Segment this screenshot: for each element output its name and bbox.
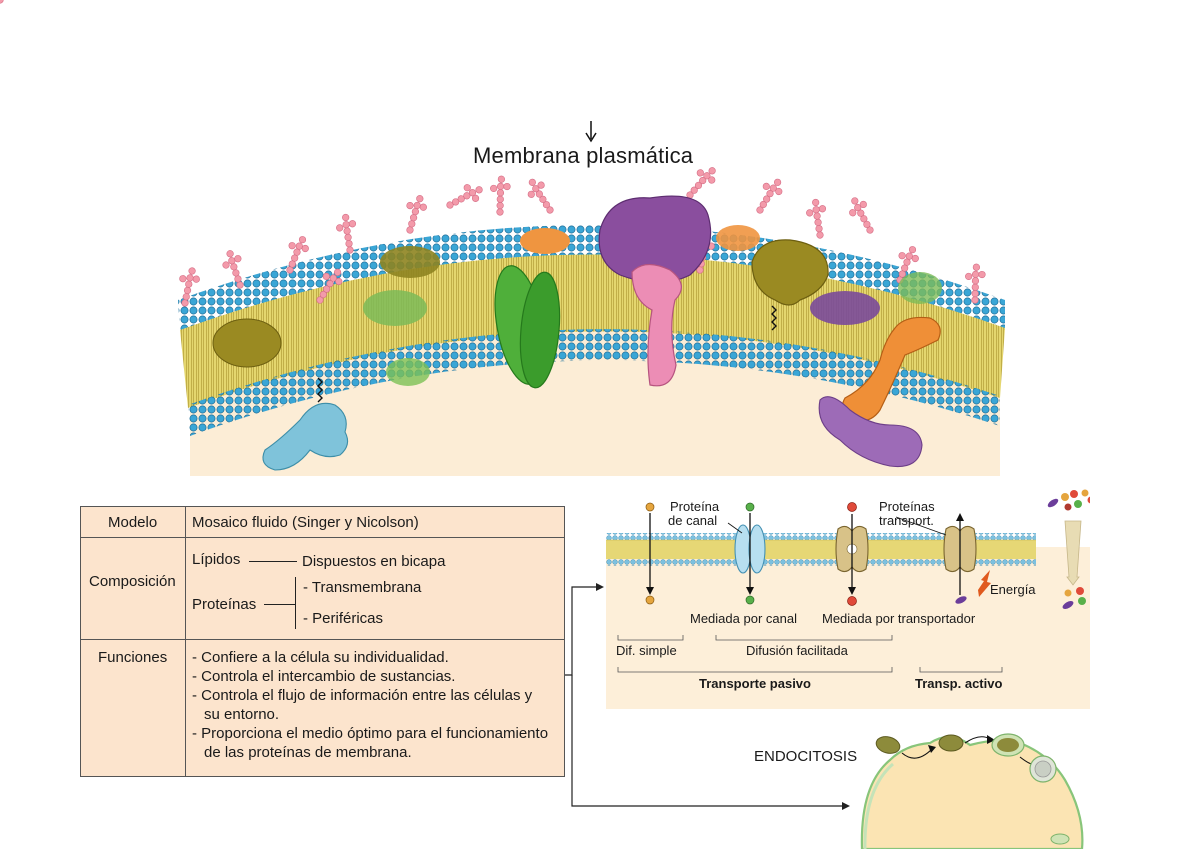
transport-diagram xyxy=(606,489,1090,709)
green-protein-lower xyxy=(386,358,430,386)
bracket-simple xyxy=(617,635,684,641)
molecule-icon xyxy=(645,502,655,512)
proteins-bracket xyxy=(295,577,296,629)
olive-protein-top xyxy=(380,246,440,278)
inner-head-layer xyxy=(188,329,1000,436)
purple-protein-right xyxy=(810,291,880,325)
table-row-divider xyxy=(81,537,564,538)
molecule-icon xyxy=(955,596,967,604)
row-label-funciones: Funciones xyxy=(98,649,168,666)
table-row-divider xyxy=(81,639,564,640)
bracket-facilitated xyxy=(715,635,893,641)
label-endocytosis: ENDOCITOSIS xyxy=(754,748,858,765)
olive-protein-left xyxy=(212,318,282,368)
bracket-passive xyxy=(617,667,893,673)
transport-panel: Proteína de canal Proteínas transport. E… xyxy=(606,487,1090,709)
proteins-label: Proteínas xyxy=(192,596,257,613)
label-transporter-mediated: Mediada por transportador xyxy=(822,611,976,626)
diagram-title: Membrana plasmática xyxy=(473,143,694,168)
label-facilitated-diffusion: Difusión facilitada xyxy=(746,643,848,658)
particle-outside xyxy=(875,736,901,754)
function-item: - Controla el intercambio de sustancias. xyxy=(192,668,456,685)
purple-peripheral-protein xyxy=(818,396,923,468)
row-label-modelo: Modelo xyxy=(108,514,158,531)
molecule-icon xyxy=(745,595,755,605)
upper-heads xyxy=(606,533,1036,540)
glycocalyx-chains xyxy=(0,0,4,4)
row-content-modelo: Mosaico fluido (Singer y Nicolson) xyxy=(192,514,419,531)
olive-protein-right xyxy=(751,239,829,306)
green-protein-right xyxy=(898,272,942,304)
pointer-arrow-icon xyxy=(585,121,597,143)
lipids-value: Dispuestos en bicapa xyxy=(302,553,446,570)
label-passive-transport: Transporte pasivo xyxy=(699,676,811,691)
function-item-continued: de las proteínas de membrana. xyxy=(204,744,412,761)
lipid-anchor-left xyxy=(317,377,323,403)
molecule-icon xyxy=(645,595,655,605)
energy-bolt-icon xyxy=(978,570,991,597)
label-channel-protein-2: de canal xyxy=(668,513,718,528)
label-simple-diffusion: Dif. simple xyxy=(616,643,677,658)
function-item: - Proporciona el medio óptimo para el fu… xyxy=(192,725,549,742)
function-item: - Controla el flujo de información entre… xyxy=(192,687,533,704)
endocytosis-arrow xyxy=(901,748,933,759)
label-transport-proteins-2: transport. xyxy=(879,513,934,528)
green-transmembrane-protein xyxy=(494,265,561,389)
green-protein-left xyxy=(363,290,427,326)
connector-arrowhead-transport xyxy=(596,583,604,591)
connector-arrowhead-endocytosis xyxy=(842,802,850,810)
molecule-icon xyxy=(847,596,857,606)
label-active-transport: Transp. activo xyxy=(915,676,1003,691)
row-label-composicion: Composición xyxy=(89,573,176,590)
label-channel-mediated: Mediada por canal xyxy=(690,611,797,626)
protein-type-peripheral: - Periféricas xyxy=(303,610,384,627)
bulk-transport-arrow xyxy=(1064,520,1082,586)
blue-peripheral-protein xyxy=(262,402,349,471)
label-channel-protein-1: Proteína xyxy=(670,499,720,514)
lipid-anchor-right xyxy=(771,305,777,331)
molecule-icon xyxy=(847,502,857,512)
bilayer-tails xyxy=(606,540,1036,559)
molecule-icon xyxy=(745,502,755,512)
orange-protein-right xyxy=(716,225,760,251)
label-transport-proteins-1: Proteínas xyxy=(879,499,935,514)
cell-body xyxy=(860,735,1084,849)
endocytosis-diagram xyxy=(860,733,1084,849)
bracket-active xyxy=(919,667,1003,673)
molecule-cluster-bottom xyxy=(1062,587,1086,609)
label-energy: Energía xyxy=(990,582,1036,597)
vesicle-forming xyxy=(938,734,964,752)
pink-transmembrane-protein xyxy=(631,263,682,387)
lower-heads xyxy=(606,559,1036,566)
function-item-continued: su entorno. xyxy=(204,706,280,723)
summary-table: Modelo Mosaico fluido (Singer y Nicolson… xyxy=(80,506,565,777)
protein-type-transmembrane: - Transmembrana xyxy=(303,579,422,596)
orange-protein-top xyxy=(520,228,570,254)
lipids-connector xyxy=(249,561,297,562)
orange-transmembrane-protein xyxy=(841,316,941,422)
lipids-label: Lípidos xyxy=(192,551,241,568)
cytoplasm-panel xyxy=(606,547,1090,709)
molecule-cluster-top xyxy=(1047,489,1090,511)
purple-protein-top xyxy=(598,195,712,284)
function-item: - Confiere a la célula su individualidad… xyxy=(192,649,449,666)
table-column-divider xyxy=(185,507,186,776)
proteins-connector xyxy=(264,604,296,605)
